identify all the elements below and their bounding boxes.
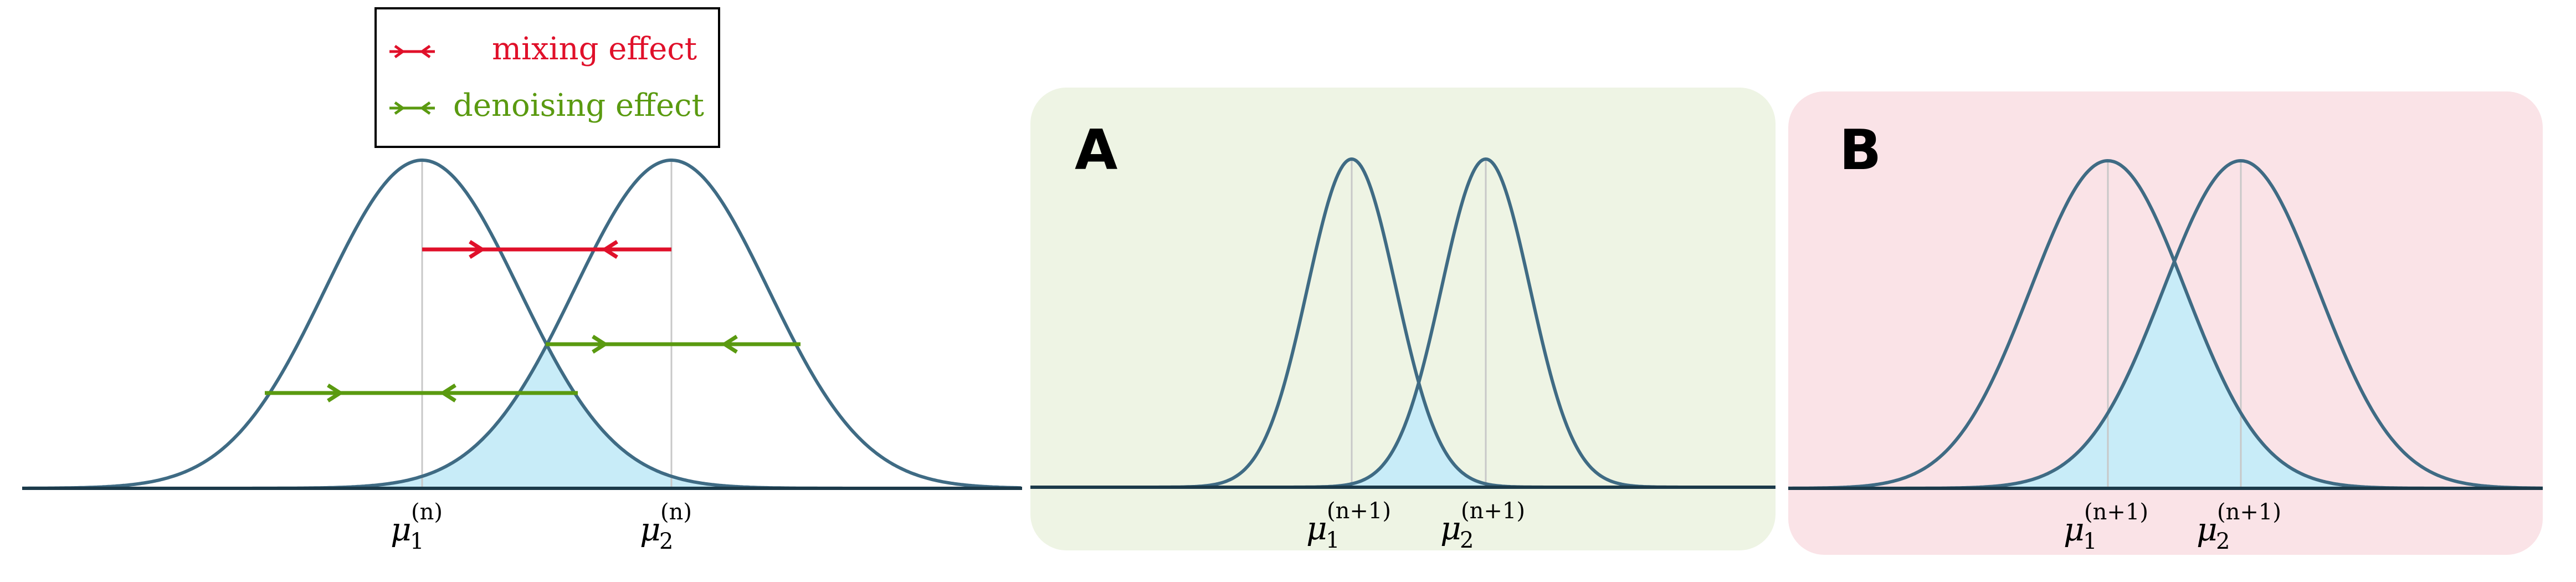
svg-text:1: 1 (410, 529, 424, 554)
denoising-arrow-upper (546, 335, 800, 354)
svg-text:μ: μ (391, 510, 412, 548)
mu1-n1-label-b: μ 1 (n+1) (2064, 499, 2148, 554)
panel-a-label: A (1075, 118, 1117, 182)
legend-denoising-label: denoising effect (453, 88, 704, 124)
legend-mixing-swatch (389, 44, 435, 59)
legend-box (374, 7, 720, 148)
svg-text:μ: μ (1440, 509, 1461, 547)
legend-mixing-label: mixing effect (492, 31, 697, 67)
legend: mixing effect denoising effect (374, 7, 720, 148)
svg-text:2: 2 (2216, 529, 2230, 554)
svg-text:μ: μ (2197, 510, 2218, 548)
svg-text:(n+1): (n+1) (1327, 498, 1391, 524)
denoising-arrow-lower (265, 384, 578, 402)
mixing-arrow (422, 240, 671, 259)
svg-text:(n+1): (n+1) (2084, 499, 2148, 525)
svg-text:μ: μ (2064, 510, 2085, 548)
svg-text:2: 2 (1460, 528, 1474, 553)
mu1-n1-label-a: μ 1 (n+1) (1306, 498, 1391, 553)
svg-text:(n+1): (n+1) (2217, 499, 2281, 525)
panel-b-label: B (1839, 118, 1881, 182)
svg-text:(n+1): (n+1) (1461, 498, 1525, 524)
mu2-n1-label-b: μ 2 (n+1) (2197, 499, 2281, 554)
svg-text:1: 1 (2083, 529, 2097, 554)
svg-text:(n): (n) (411, 499, 443, 525)
mu2-n1-label-a: μ 2 (n+1) (1440, 498, 1525, 553)
svg-text:μ: μ (1306, 509, 1327, 547)
svg-text:2: 2 (659, 529, 673, 554)
svg-text:μ: μ (640, 510, 661, 548)
svg-text:(n): (n) (660, 499, 692, 525)
mu1-n-label: μ 1 (n) (391, 499, 443, 554)
svg-text:1: 1 (1326, 528, 1340, 553)
legend-denoising-swatch (389, 101, 435, 115)
mu2-n-label: μ 2 (n) (640, 499, 692, 554)
